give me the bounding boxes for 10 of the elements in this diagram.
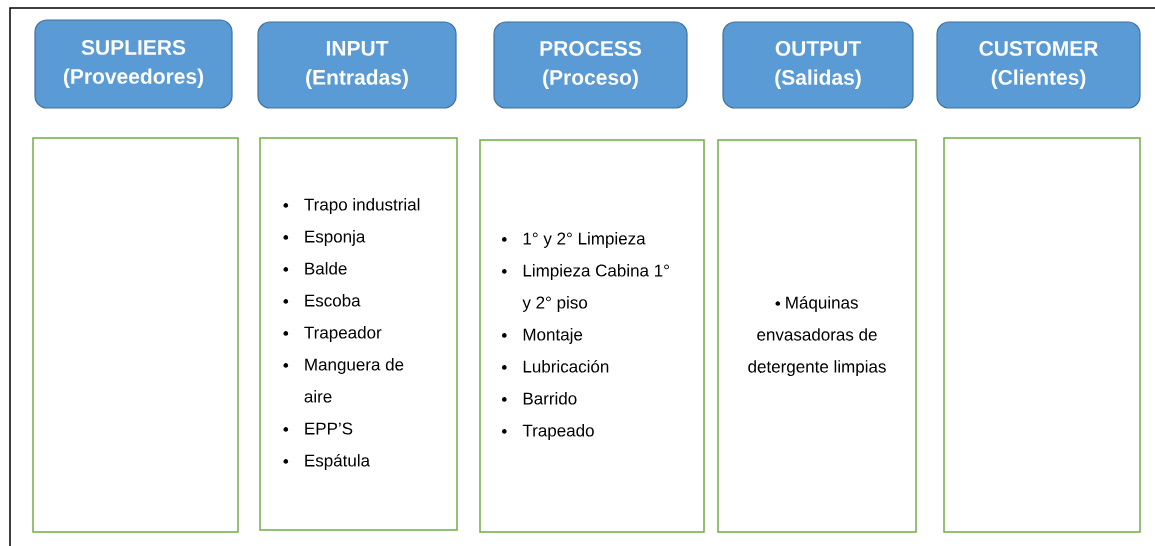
header-box: CUSTOMER (Clientes): [936, 21, 1141, 109]
header-box: SUPLIERS (Proveedores): [34, 19, 233, 109]
header-box: INPUT (Entradas): [257, 21, 457, 109]
list-box: Máquinas envasadoras de detergente limpias: [717, 139, 917, 533]
empty-box: [943, 137, 1141, 533]
empty-box: [32, 137, 239, 533]
header-box: PROCESS (Proceso): [493, 21, 688, 109]
list-box: 1° y 2° Limpieza Limpieza Cabina 1° y 2° piso Montaje Lubricación Barrido Trapeado: [479, 139, 705, 533]
list-box: Trapo industrial Esponja Balde Escoba Trapeador Manguera de aire EPP’S Espátula: [259, 137, 458, 531]
header-box: OUTPUT (Salidas): [722, 21, 914, 109]
